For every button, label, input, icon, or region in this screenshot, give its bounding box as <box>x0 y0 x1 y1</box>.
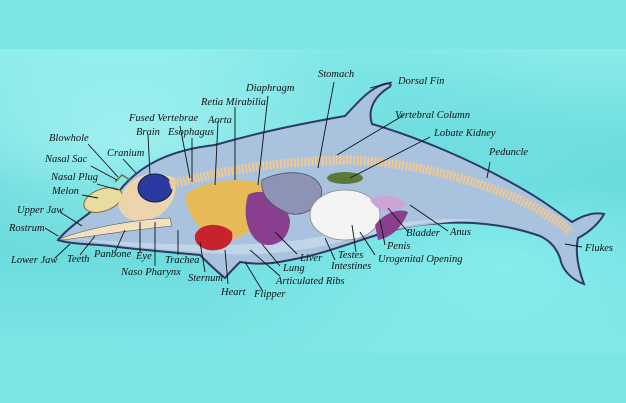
label-anus: Anus <box>450 227 471 238</box>
label-eye: Eye <box>136 251 152 262</box>
label-flukes: Flukes <box>585 243 613 254</box>
label-penis: Penis <box>387 241 411 252</box>
label-bladder: Bladder <box>406 228 440 239</box>
melon-shape <box>83 187 123 213</box>
label-esophagus: Esophagus <box>168 127 215 138</box>
label-dorsal-fin: Dorsal Fin <box>398 76 445 87</box>
label-retia-mirabilia: Retia Mirabilia <box>201 97 267 108</box>
label-urogenital-opening: Urogenital Opening <box>378 254 463 265</box>
label-stomach: Stomach <box>318 69 355 80</box>
label-lung: Lung <box>283 263 305 274</box>
label-sternum: Sternum <box>188 273 223 284</box>
label-heart: Heart <box>221 287 246 298</box>
label-liver: Liver <box>300 253 323 264</box>
label-articulated-ribs: Articulated Ribs <box>276 276 345 287</box>
label-upper-jaw: Upper Jaw <box>17 205 64 216</box>
label-nasal-sac: Nasal Sac <box>45 154 88 165</box>
intestines-shape <box>309 189 381 241</box>
label-diaphragm: Diaphragm <box>246 83 295 94</box>
label-testes: Testes <box>338 250 364 261</box>
label-trachea: Trachea <box>165 255 200 266</box>
label-lower-jaw: Lower Jaw <box>11 255 58 266</box>
label-vertebral-column: Vertebral Column <box>395 110 470 121</box>
label-flipper: Flipper <box>254 289 286 300</box>
label-rostrum: Rostrum <box>9 223 45 234</box>
label-brain: Brain <box>136 127 160 138</box>
dolphin-body <box>56 82 606 286</box>
label-intestines: Intestines <box>331 261 372 272</box>
brain-shape <box>137 173 173 203</box>
label-blowhole: Blowhole <box>49 133 89 144</box>
lobate-kidney-shape <box>327 172 363 184</box>
label-peduncle: Peduncle <box>489 147 529 158</box>
label-lobate-kidney: Lobate Kidney <box>434 128 496 139</box>
heart-shape <box>194 224 233 251</box>
bottom-border <box>0 353 626 403</box>
label-cranium: Cranium <box>107 148 145 159</box>
label-aorta: Aorta <box>208 115 232 126</box>
top-border <box>0 0 626 49</box>
label-panbone: Panbone <box>94 249 132 260</box>
label-melon: Melon <box>52 186 79 197</box>
label-nasal-plug: Nasal Plug <box>51 172 98 183</box>
label-teeth: Teeth <box>67 254 90 265</box>
vertebral-column-shape <box>168 155 574 236</box>
label-fused-vertebrae: Fused Vertebrae <box>129 113 199 124</box>
label-naso-pharynx: Naso Pharynx <box>121 267 181 278</box>
